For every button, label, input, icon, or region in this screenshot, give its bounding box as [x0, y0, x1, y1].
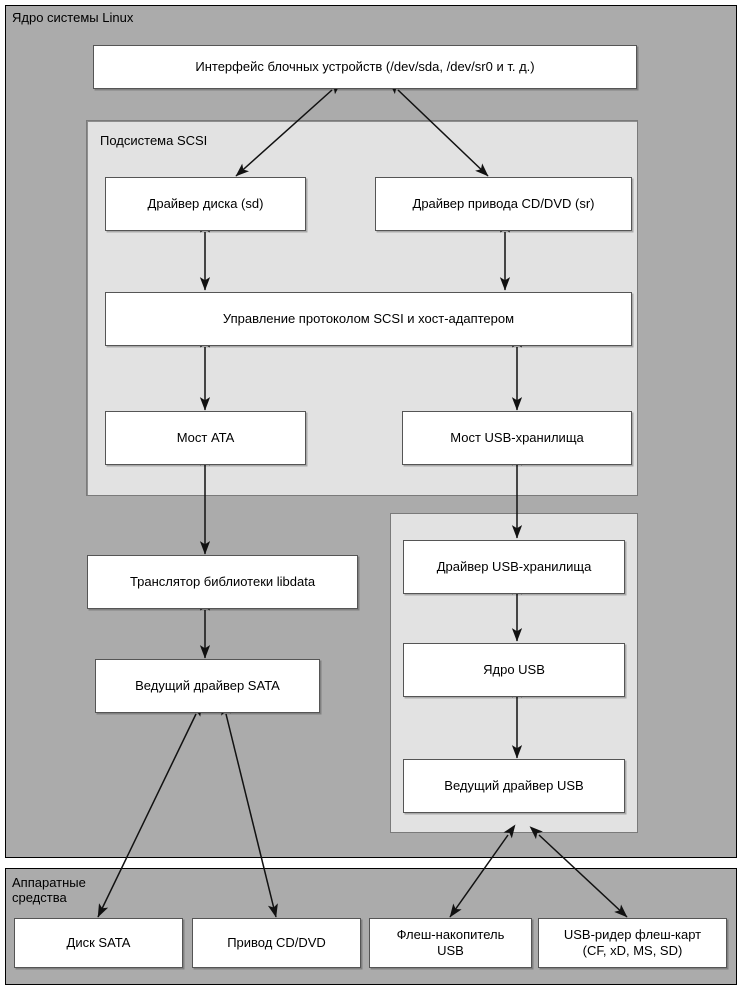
subsystem-scsi-label: Подсистема SCSI: [100, 133, 208, 148]
node-hw-sata-disk[interactable]: Диск SATA: [14, 918, 183, 968]
node-ata-bridge[interactable]: Мост ATA: [105, 411, 306, 465]
node-block-device-interface[interactable]: Интерфейс блочных устройств (/dev/sda, /…: [93, 45, 637, 89]
node-hw-cd-dvd-drive[interactable]: Привод CD/DVD: [192, 918, 361, 968]
node-scsi-protocol-host-adapter[interactable]: Управление протоколом SCSI и хост-адапте…: [105, 292, 632, 346]
node-disk-driver[interactable]: Драйвер диска (sd): [105, 177, 306, 231]
node-libdata-translator[interactable]: Транслятор библиотеки libdata: [87, 555, 358, 609]
node-usb-storage-driver[interactable]: Драйвер USB-хранилища: [403, 540, 625, 594]
node-hw-usb-card-reader[interactable]: USB-ридер флеш-карт (CF, xD, MS, SD): [538, 918, 727, 968]
node-usb-host-driver[interactable]: Ведущий драйвер USB: [403, 759, 625, 813]
node-hw-usb-flash-drive[interactable]: Флеш-накопитель USB: [369, 918, 532, 968]
layer-linux-kernel-label: Ядро системы Linux: [12, 10, 134, 25]
node-sata-host-driver[interactable]: Ведущий драйвер SATA: [95, 659, 320, 713]
node-usb-core[interactable]: Ядро USB: [403, 643, 625, 697]
layer-hardware-label: Аппаратные средства: [12, 875, 86, 905]
node-usb-storage-bridge[interactable]: Мост USB-хранилища: [402, 411, 632, 465]
node-cd-dvd-driver[interactable]: Драйвер привода CD/DVD (sr): [375, 177, 632, 231]
